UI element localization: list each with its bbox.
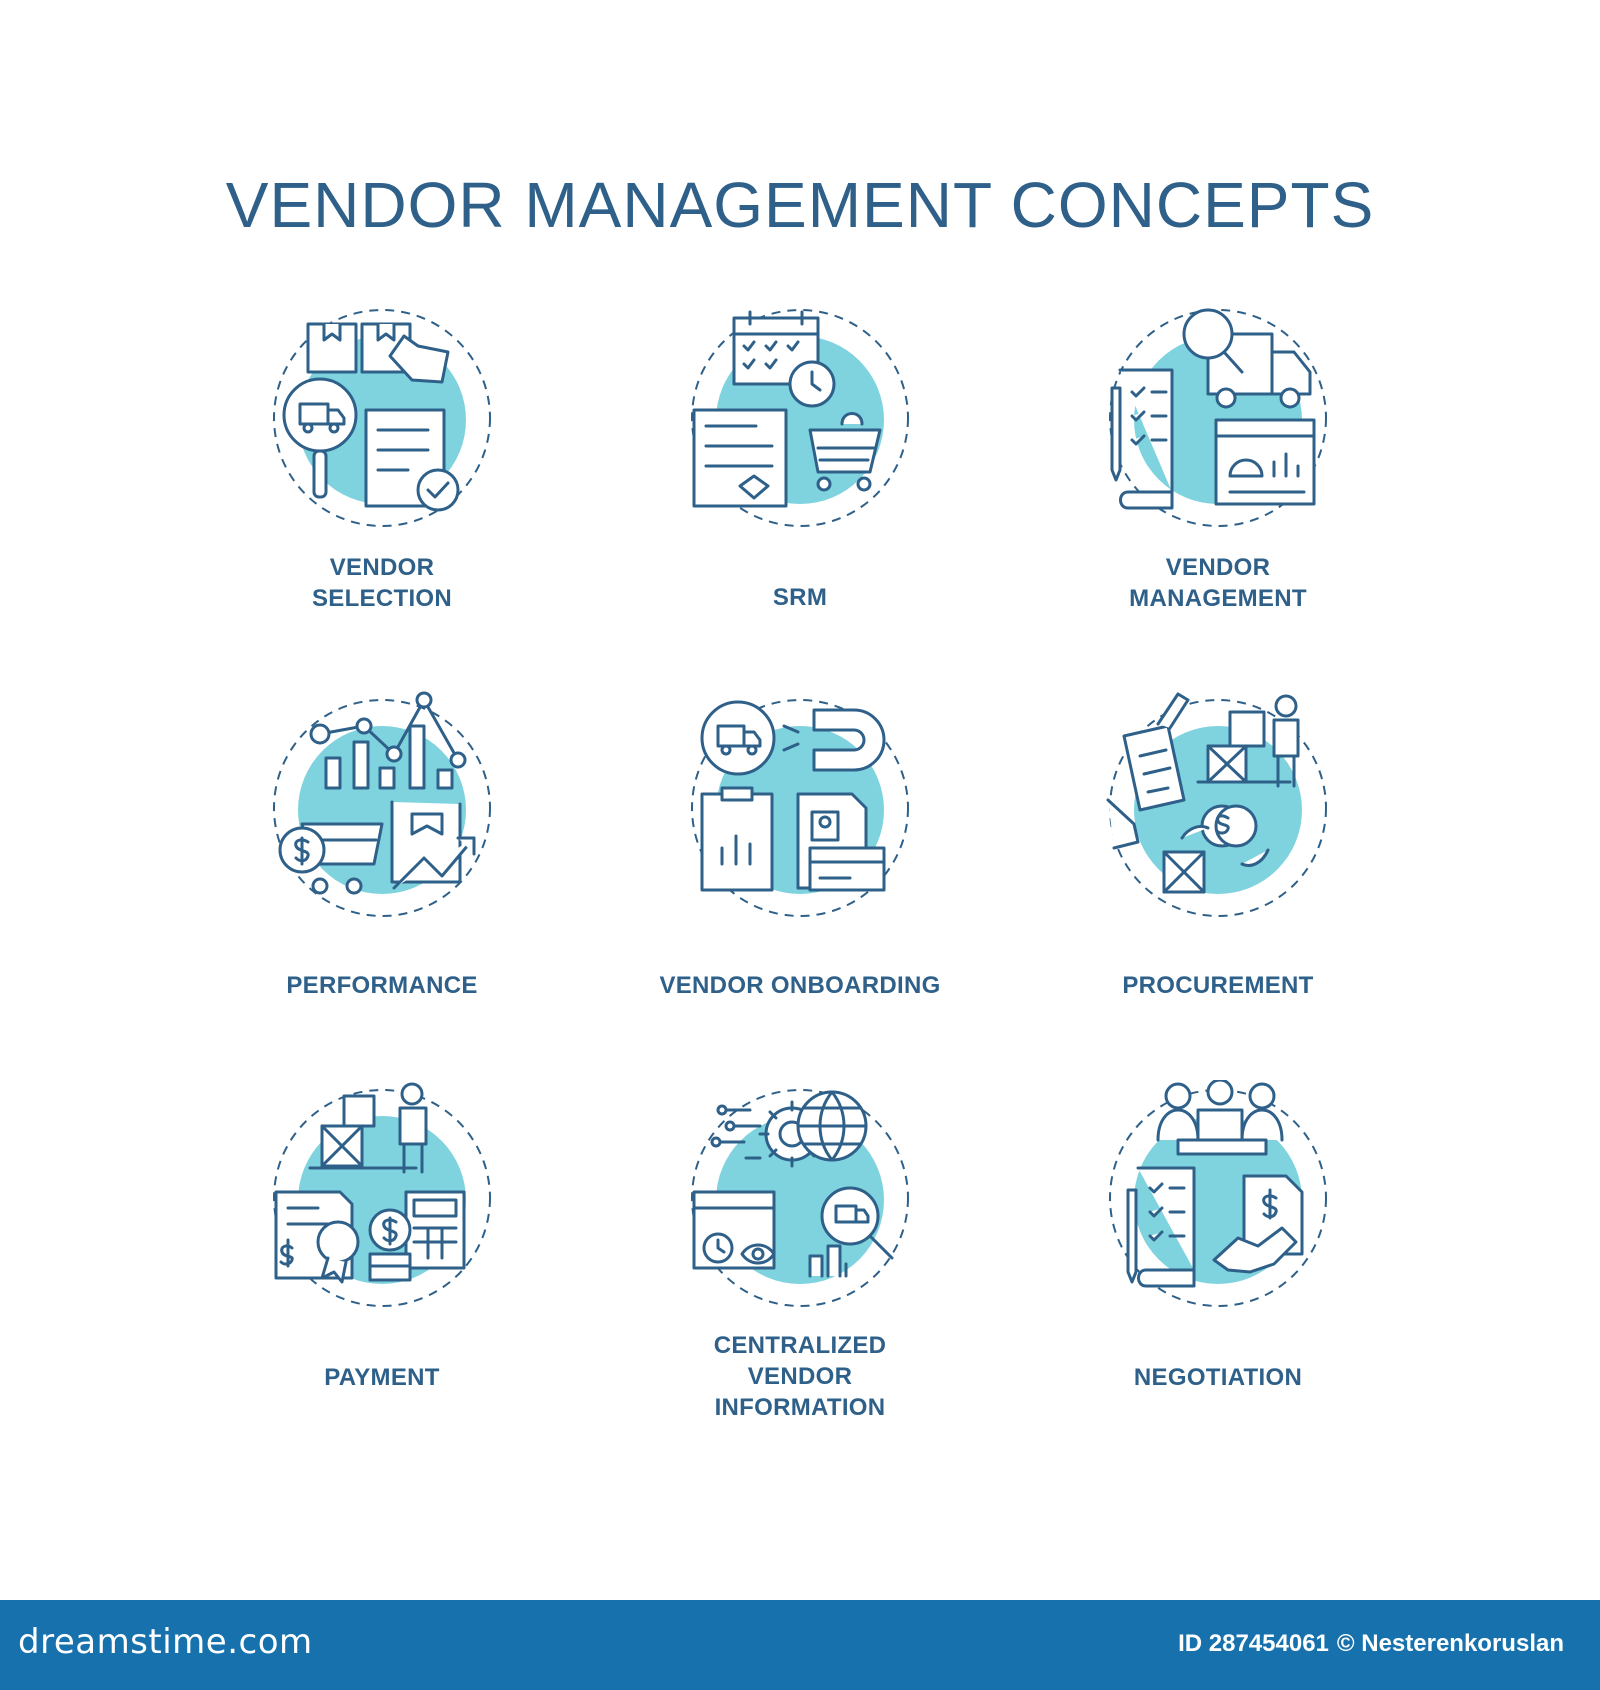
concept-label: PROCUREMENT [1122, 972, 1314, 999]
concept-label: PERFORMANCE [286, 972, 478, 999]
footer-credit: ID 287454061 © Nesterenkoruslan [1178, 1630, 1572, 1658]
srm-icon [691, 309, 909, 527]
performance-icon [273, 691, 491, 917]
vendor-onboarding-icon [691, 699, 909, 917]
footer-brand[interactable]: dreamstime.com [18, 1622, 313, 1662]
centralized-vendor-information-icon [691, 1089, 909, 1307]
vendor-management-icon [1109, 308, 1327, 527]
payment-icon [273, 1082, 491, 1307]
procurement-icon [1106, 692, 1327, 917]
page-title: VENDOR MANAGEMENT CONCEPTS [225, 169, 1375, 241]
author-credit[interactable]: © Nesterenkoruslan [1336, 1630, 1564, 1657]
negotiation-icon [1109, 1080, 1327, 1307]
concept-label: NEGOTIATION [1133, 1364, 1303, 1391]
vendor-selection-icon [273, 309, 491, 527]
image-id: ID 287454061 [1178, 1630, 1329, 1657]
concept-label: SRM [772, 584, 828, 611]
concept-label: VENDOR ONBOARDING [659, 972, 941, 999]
footer-bar: dreamstime.com ID 287454061 © Nesterenkor… [0, 1600, 1600, 1690]
concept-label: PAYMENT [324, 1364, 440, 1391]
